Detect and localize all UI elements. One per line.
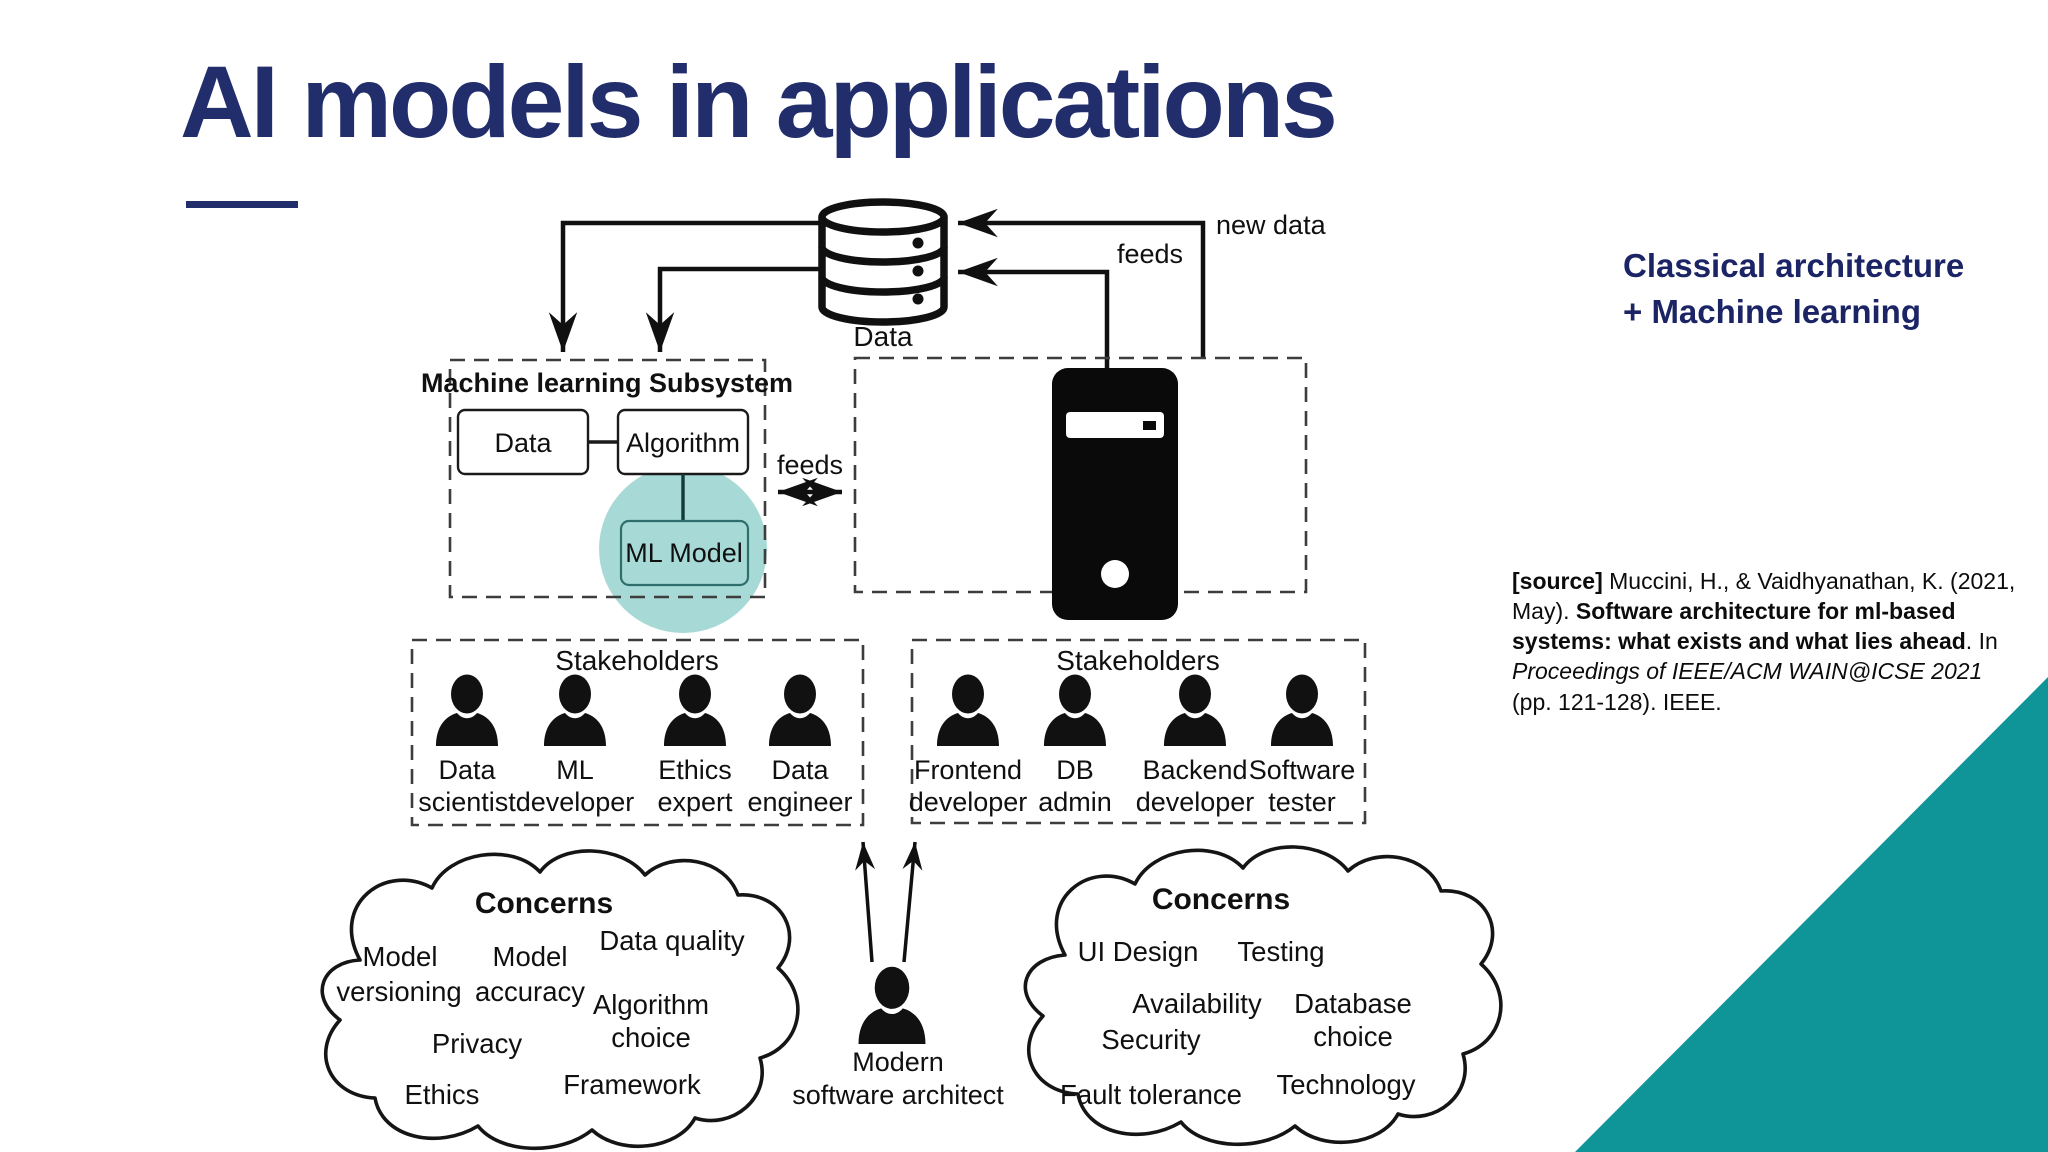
- concern-item: Testing: [1237, 936, 1324, 967]
- person-icon: [1271, 674, 1333, 746]
- stakeholder-label: Backend: [1142, 755, 1247, 785]
- page-title: AI models in applications: [180, 45, 1338, 159]
- concern-item: Database: [1294, 988, 1412, 1019]
- concerns-left-title: Concerns: [475, 887, 613, 920]
- person-icon: [937, 674, 999, 746]
- data-to-subsystem-arrow-1: [548, 220, 822, 352]
- computer-tower-icon: [1052, 368, 1178, 620]
- concern-item: Availability: [1132, 988, 1262, 1019]
- concern-item: UI Design: [1078, 936, 1199, 967]
- stakeholder-label: Software: [1249, 755, 1356, 785]
- stakeholders-left-box: [410, 638, 865, 827]
- ml-subsystem-box: [448, 358, 767, 599]
- stakeholder-label: scientist: [418, 787, 516, 817]
- ml-model-box: [619, 519, 750, 587]
- new-data-arrow: [958, 208, 1206, 358]
- concerns-cloud-left: [320, 849, 800, 1151]
- source-citation: [source] Muccini, H., & Vaidhyanathan, K…: [1512, 566, 2027, 717]
- feeds-top-arrow: [958, 257, 1110, 368]
- teal-corner-triangle: [1575, 677, 2048, 1152]
- stakeholder-label: admin: [1038, 787, 1112, 817]
- concern-item: choice: [1313, 1021, 1393, 1052]
- stakeholders-right-box: [910, 638, 1367, 825]
- concern-item: Ethics: [405, 1079, 480, 1110]
- stakeholder-label: expert: [657, 787, 733, 817]
- stakeholder-label: Data: [771, 755, 829, 785]
- concern-item: accuracy: [475, 976, 585, 1007]
- citation-paper-title: Software architecture for ml-based syste…: [1512, 598, 1966, 655]
- concern-item: Security: [1101, 1024, 1201, 1055]
- citation-source-tag: [source]: [1512, 568, 1603, 594]
- architect-person-icon: [858, 966, 926, 1044]
- feeds-top-label: feeds: [1117, 239, 1183, 269]
- concern-item: versioning: [336, 976, 461, 1007]
- right-heading-line1: Classical architecture: [1623, 247, 1965, 284]
- person-icon: [1164, 674, 1226, 746]
- stakeholders-left-title: Stakeholders: [555, 645, 718, 676]
- stakeholder-label: Ethics: [658, 755, 732, 785]
- concern-item: Algorithm: [593, 989, 709, 1020]
- stakeholder-label: developer: [909, 787, 1028, 817]
- concern-item: Data quality: [599, 925, 744, 956]
- concerns-right-title: Concerns: [1152, 883, 1290, 916]
- concern-item: Model: [493, 941, 568, 972]
- citation-venue: Proceedings of IEEE/ACM WAIN@ICSE 2021: [1512, 658, 1983, 685]
- person-icon: [664, 674, 726, 746]
- architect-arrow-right: [902, 841, 923, 963]
- stakeholder-label: DB: [1056, 755, 1094, 785]
- right-heading: Classical architecture + Machine learnin…: [1623, 243, 1964, 334]
- application-box: [853, 356, 1308, 594]
- person-icon: [544, 674, 606, 746]
- architect-arrow-left: [855, 841, 876, 963]
- database-label: Data: [853, 321, 913, 352]
- stakeholder-label: ML: [556, 755, 594, 785]
- feeds-mid-label: feeds: [777, 450, 843, 480]
- data-box-label: Data: [494, 428, 552, 458]
- citation-middle: . In: [1965, 628, 1998, 655]
- new-data-label: new data: [1216, 210, 1327, 240]
- architect-label-line2: software architect: [792, 1080, 1004, 1110]
- stakeholder-label: developer: [516, 787, 635, 817]
- person-icon: [769, 674, 831, 746]
- concern-item: choice: [611, 1022, 691, 1053]
- ml-model-highlight-circle: [599, 465, 767, 633]
- stakeholder-label: engineer: [747, 787, 852, 817]
- data-to-subsystem-arrow-2: [645, 266, 822, 352]
- right-heading-line2: + Machine learning: [1623, 292, 1921, 330]
- architect-label-line1: Modern: [852, 1047, 944, 1077]
- stakeholder-label: tester: [1268, 787, 1336, 817]
- concern-item: Framework: [563, 1069, 701, 1100]
- person-icon: [1044, 674, 1106, 746]
- concerns-cloud-right: [1023, 845, 1503, 1147]
- title-underline: [186, 201, 298, 208]
- stakeholder-label: Frontend: [914, 755, 1022, 785]
- algorithm-box-label: Algorithm: [626, 428, 740, 458]
- stakeholder-label: developer: [1136, 787, 1255, 817]
- concern-item: Model: [363, 941, 438, 972]
- concern-item: Technology: [1276, 1069, 1415, 1100]
- stakeholder-label: Data: [438, 755, 496, 785]
- concern-item: Privacy: [432, 1028, 522, 1059]
- ml-subsystem-title: Machine learning Subsystem: [421, 368, 793, 398]
- person-icon: [436, 674, 498, 746]
- citation-authors: Muccini, H., & Vaidhyanathan, K. (2021, …: [1512, 568, 2016, 625]
- ml-model-box-label: ML Model: [625, 538, 743, 568]
- stakeholders-right-title: Stakeholders: [1056, 645, 1219, 676]
- database-icon: [818, 198, 948, 326]
- concern-item: Fault tolerance: [1060, 1079, 1242, 1110]
- citation-suffix: (pp. 121-128). IEEE.: [1512, 688, 1722, 715]
